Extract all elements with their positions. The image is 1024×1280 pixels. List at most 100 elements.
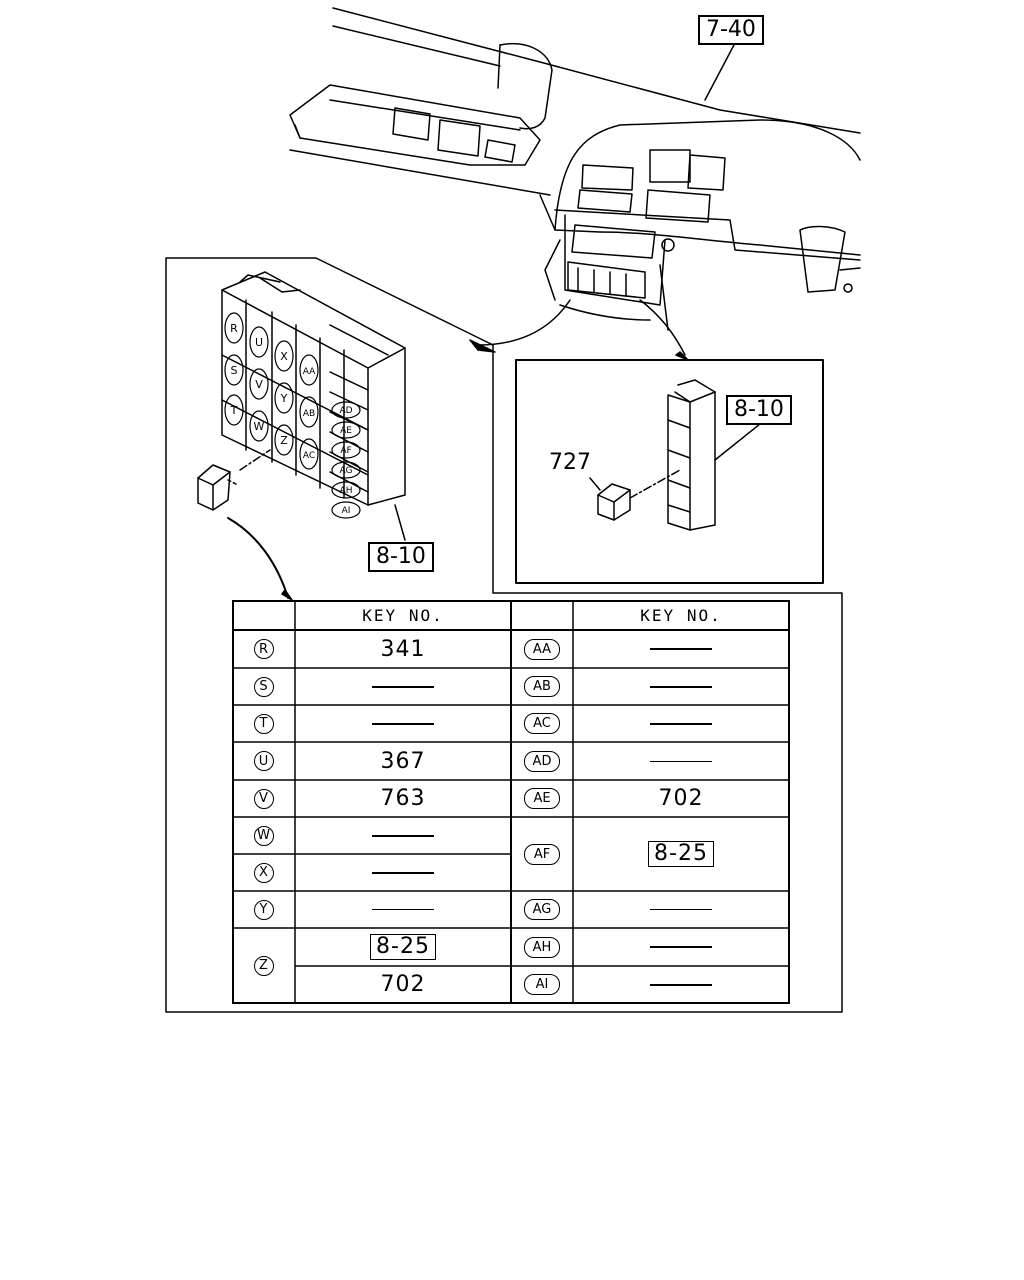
key-table-slot: Y — [233, 891, 295, 928]
slot-marker: X — [254, 862, 274, 883]
fuse-slot-label: AB — [303, 409, 315, 419]
slot-marker: AA — [524, 638, 560, 660]
key-table-slot: T — [233, 705, 295, 742]
slot-marker: AG — [524, 899, 560, 920]
callout-fuse-box-ref-upper: 8-10 — [726, 395, 792, 425]
callout-fuse-box-ref-lower: 8-10 — [368, 542, 434, 572]
fuse-slot-label: AD — [339, 406, 352, 416]
key-table-value: 702 — [658, 786, 704, 811]
key-table-value: 763 — [380, 786, 426, 811]
none-dash — [650, 722, 712, 725]
fuse-slot-label: U — [255, 336, 263, 349]
key-table-value — [295, 817, 511, 854]
dashboard-drawing — [289, 7, 861, 331]
none-dash — [650, 909, 712, 910]
key-table-value — [573, 928, 789, 966]
reference-box: 8-25 — [370, 934, 436, 960]
key-table-value: 8-25 — [295, 928, 511, 966]
fuse-slot-label: AE — [340, 426, 352, 436]
slot-marker: U — [254, 751, 274, 771]
none-dash — [372, 909, 434, 910]
slot-marker: AE — [524, 788, 560, 809]
slot-marker: AC — [524, 713, 560, 734]
none-dash — [650, 983, 712, 986]
callout-dashboard-ref: 7-40 — [698, 15, 764, 45]
fuse-slot-label: Y — [280, 392, 288, 405]
key-table-slot: AB — [511, 668, 573, 705]
none-dash — [650, 685, 712, 688]
diagram-frame — [165, 257, 843, 1013]
key-table-slot: AF — [511, 817, 573, 891]
fuse-slot-label: S — [231, 364, 238, 377]
key-table-slot: AE — [511, 780, 573, 817]
key-table-slot: AA — [511, 630, 573, 668]
fuse-box-drawing — [197, 271, 406, 541]
key-table-value: 341 — [380, 636, 426, 662]
fuse-slot-label: V — [255, 378, 263, 391]
fuse-slot-label: AG — [340, 466, 353, 476]
key-table-value — [573, 668, 789, 705]
key-table-slot: R — [233, 630, 295, 668]
key-table-value — [573, 966, 789, 1003]
fuse-slot-label: R — [230, 322, 238, 335]
key-table-slot: AD — [511, 742, 573, 780]
slot-marker: W — [254, 825, 274, 846]
key-table-slot: W — [233, 817, 295, 854]
none-dash — [372, 834, 434, 837]
slot-marker: AH — [524, 936, 560, 958]
key-table-slot: U — [233, 742, 295, 780]
none-dash — [650, 760, 712, 762]
fuse-slot-label: T — [230, 404, 238, 417]
slot-marker: R — [254, 639, 274, 659]
none-dash — [372, 722, 434, 725]
none-dash — [650, 648, 712, 650]
key-table-slot: AH — [511, 928, 573, 966]
fuse-slot-label: W — [254, 420, 265, 433]
fuse-slot-label: Z — [280, 434, 288, 447]
key-table-value: 367 — [380, 748, 426, 774]
none-dash — [372, 685, 434, 688]
key-no-header-left: KEY NO. — [362, 606, 444, 625]
key-table-slot: X — [233, 854, 295, 891]
key-table-slot: AI — [511, 966, 573, 1003]
relay-part-number: 727 — [549, 450, 591, 475]
slot-marker: AB — [524, 676, 560, 697]
fuse-slot-label: AH — [340, 486, 353, 496]
slot-marker: S — [254, 676, 274, 697]
key-table-value — [295, 854, 511, 891]
key-table-value — [295, 668, 511, 705]
key-table-slot: AC — [511, 705, 573, 742]
fuse-strip-drawing — [589, 379, 766, 531]
slot-marker: AD — [524, 750, 560, 772]
key-table-value — [573, 742, 789, 780]
key-table-value: 702 — [380, 972, 426, 997]
none-dash — [650, 946, 712, 948]
fuse-slot-label: X — [280, 350, 288, 363]
fuse-slot-markers — [224, 312, 361, 519]
fuse-slot-label: AF — [340, 446, 351, 456]
key-table-slot: Z — [233, 928, 295, 1003]
slot-marker: Y — [254, 899, 274, 920]
fuse-slot-label: AI — [342, 506, 351, 516]
slot-marker: Z — [254, 955, 274, 976]
key-table-value — [295, 705, 511, 742]
fuse-slot-label: AA — [303, 367, 316, 377]
key-table-slot: AG — [511, 891, 573, 928]
key-table-value — [573, 705, 789, 742]
slot-marker: AF — [524, 843, 560, 865]
reference-box: 8-25 — [648, 841, 714, 867]
key-table-slot: V — [233, 780, 295, 817]
key-table-value: 8-25 — [573, 817, 789, 891]
key-table-value — [573, 630, 789, 668]
slot-marker: V — [254, 788, 274, 809]
key-table-value — [573, 891, 789, 928]
fuse-slot-label: AC — [303, 451, 315, 461]
key-no-header-right: KEY NO. — [640, 606, 722, 625]
key-table-slot: S — [233, 668, 295, 705]
slot-marker: T — [254, 713, 274, 734]
key-table-value — [295, 891, 511, 928]
none-dash — [372, 871, 434, 874]
slot-marker: AI — [524, 974, 560, 995]
